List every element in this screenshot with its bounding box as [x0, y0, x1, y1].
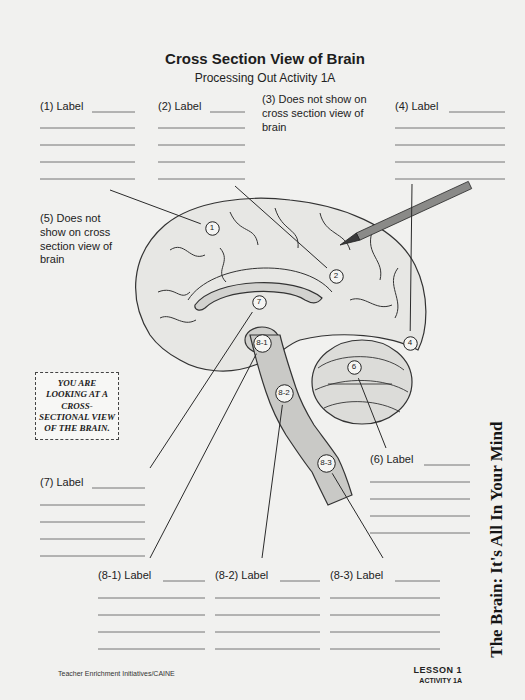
footer-credit: Teacher Enrichment Initiatives/CAINE: [58, 670, 175, 679]
side-title: The Brain: It's All In Your Mind: [486, 422, 507, 658]
subtitle: Processing Out Activity 1A: [195, 71, 336, 86]
label-heading: (6) Label: [370, 453, 413, 467]
callout-text: 8-2: [278, 389, 290, 397]
callout-number: 8-1: [253, 334, 272, 353]
label-heading: (8-3) Label: [330, 569, 383, 583]
callout-number: 7: [252, 295, 267, 310]
leader-line: [150, 354, 256, 558]
callout-number: 2: [329, 269, 344, 284]
answer-line: [395, 112, 505, 179]
pencil: [340, 181, 472, 245]
answer-line: [215, 581, 320, 649]
cerebellum-folia: [315, 357, 408, 412]
answer-line: [330, 581, 440, 649]
brainstem: [250, 335, 352, 505]
gyrus: [170, 247, 205, 256]
answer-line: [40, 112, 135, 179]
gyrus: [275, 208, 298, 248]
answer-line: [98, 581, 205, 649]
callout-circle-outline: [403, 336, 417, 350]
note: (5) Does not show on cross section view …: [40, 212, 128, 267]
note-text: YOU ARE LOOKING AT A CROSS-SECTIONAL VIE…: [39, 378, 115, 434]
leader-line: [410, 184, 412, 331]
gyrus: [160, 317, 196, 323]
note: (3) Does not show on cross section view …: [262, 93, 370, 134]
gyri: [158, 208, 398, 322]
gyrus: [370, 232, 380, 280]
corpus-callosum: [195, 283, 322, 311]
leader-line: [235, 186, 327, 268]
answer-line: [158, 112, 245, 179]
note-box: YOU ARE LOOKING AT A CROSS-SECTIONAL VIE…: [35, 372, 119, 440]
callout-circle-outline: [275, 384, 293, 402]
callout-circle-outline: [347, 360, 361, 374]
callout-number: 8-2: [275, 384, 294, 403]
callout-text: 8-3: [320, 459, 332, 467]
leader-line: [110, 190, 201, 224]
label-heading: (8-2) Label: [215, 569, 268, 583]
callout-number: 6: [347, 360, 362, 375]
callout-circle-outline: [317, 454, 335, 472]
callout-circle-outline: [329, 269, 343, 283]
folia-line: [328, 384, 392, 385]
gyrus: [393, 268, 398, 318]
lesson-number: LESSON 1: [413, 665, 462, 676]
callout-text: 6: [352, 363, 356, 371]
callout-text: 1: [210, 224, 214, 232]
leader-lines: [110, 184, 412, 558]
gyrus: [350, 299, 392, 307]
title: Cross Section View of Brain: [165, 50, 365, 69]
label-heading: (7) Label: [40, 476, 83, 490]
callout-text: 4: [408, 339, 412, 347]
folia-line: [324, 402, 400, 412]
gyrus: [158, 290, 190, 295]
label-heading: (2) Label: [158, 100, 201, 114]
label-heading: (8-1) Label: [98, 569, 151, 583]
leader-line: [332, 473, 383, 558]
brain: [136, 198, 426, 505]
callout-text: 2: [334, 272, 338, 280]
pencil-body: [356, 181, 471, 240]
callout-circle-outline: [252, 295, 266, 309]
gyrus: [230, 212, 258, 245]
leader-line: [358, 378, 386, 448]
callout-number: 4: [403, 336, 418, 351]
pencil-tip: [340, 233, 360, 245]
activity-number: ACTIVITY 1A: [419, 677, 462, 686]
leader-line: [262, 405, 282, 558]
callout-number: 1: [205, 221, 220, 236]
callout-circle-outline: [205, 221, 219, 235]
callout-circle-outline: [253, 334, 271, 352]
gyrus: [220, 248, 226, 282]
answer-line: [370, 465, 470, 533]
cerebellum: [312, 340, 412, 424]
gyrus: [320, 213, 350, 250]
label-heading: (1) Label: [40, 100, 83, 114]
callout-text: 8-1: [256, 339, 268, 347]
label-heading: (4) Label: [395, 100, 438, 114]
callout-number: 8-3: [317, 454, 336, 473]
callout-text: 7: [257, 298, 261, 306]
answer-line: [40, 488, 145, 556]
